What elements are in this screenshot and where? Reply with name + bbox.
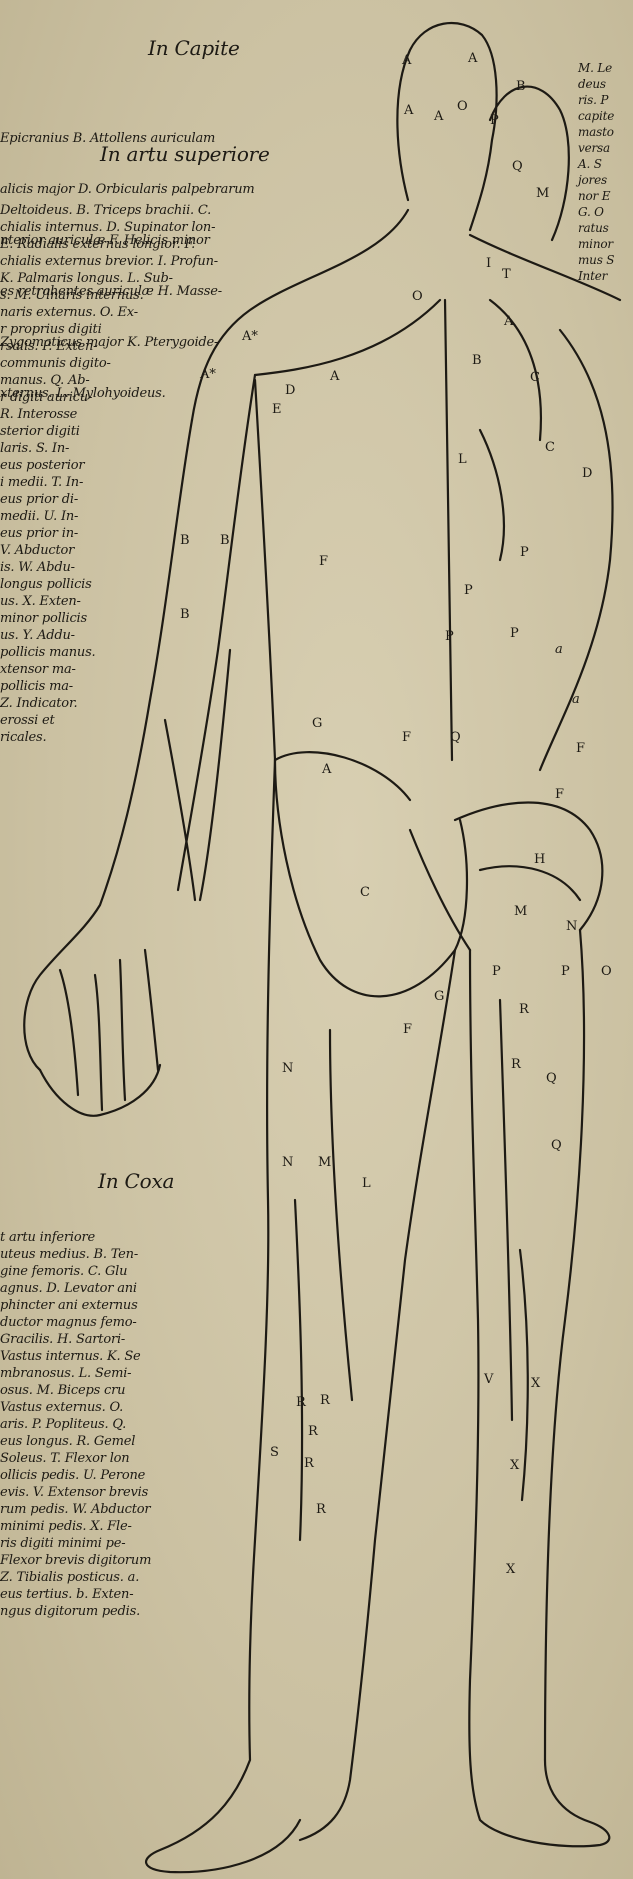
muscle-label: Q xyxy=(551,1138,562,1153)
muscle-label: Q xyxy=(512,159,523,174)
muscle-label: R xyxy=(519,1002,530,1017)
muscle-label: D xyxy=(582,466,592,481)
muscle-label: E xyxy=(272,402,282,417)
muscle-label: G xyxy=(312,716,322,731)
muscle-label: H xyxy=(534,852,545,867)
muscle-label: A xyxy=(321,762,332,777)
muscle-label: a xyxy=(572,692,580,707)
muscle-label: a xyxy=(555,642,563,657)
muscle-label: A xyxy=(433,109,444,124)
muscle-label: C xyxy=(530,370,540,385)
muscle-label: X xyxy=(506,1562,516,1577)
muscle-label: R xyxy=(316,1502,327,1517)
muscle-label: Q xyxy=(450,730,461,745)
muscle-label: I xyxy=(486,256,491,271)
muscle-label: S xyxy=(270,1445,279,1460)
muscle-label: R xyxy=(511,1057,522,1072)
muscle-label: L xyxy=(458,452,467,467)
muscle-label: R xyxy=(296,1395,307,1410)
muscle-label: N xyxy=(282,1155,293,1170)
muscle-label: M xyxy=(514,904,527,919)
muscle-label: C xyxy=(545,440,555,455)
muscle-label: T xyxy=(502,267,511,282)
figure-outline xyxy=(24,23,620,1872)
muscle-label: F xyxy=(402,730,411,745)
muscle-label: R xyxy=(304,1456,315,1471)
muscle-label: F xyxy=(576,741,585,756)
muscle-label: Q xyxy=(546,1071,557,1086)
muscle-label: O xyxy=(601,964,612,979)
muscle-label: N xyxy=(566,919,577,934)
muscle-label: A xyxy=(503,314,514,329)
muscle-label: A* xyxy=(241,329,258,344)
muscle-label: A xyxy=(467,51,478,66)
muscle-label: M xyxy=(536,186,549,201)
muscle-label: P xyxy=(561,964,570,979)
muscle-label: O xyxy=(457,99,468,114)
muscle-label: B xyxy=(180,533,190,548)
muscle-label: F xyxy=(319,554,328,569)
muscle-label: P xyxy=(490,113,499,128)
muscle-label: P xyxy=(464,583,473,598)
muscle-label: P xyxy=(520,545,529,560)
muscle-label: L xyxy=(362,1176,371,1191)
muscle-label: A* xyxy=(199,367,216,382)
muscle-label: D xyxy=(285,383,295,398)
muscle-label: A xyxy=(401,53,412,68)
muscle-label: B xyxy=(180,607,190,622)
muscle-label: M xyxy=(318,1155,331,1170)
muscle-label: F xyxy=(403,1022,412,1037)
muscle-label: V xyxy=(483,1372,494,1387)
muscle-label: O xyxy=(412,289,423,304)
muscle-label: P xyxy=(492,964,501,979)
muscle-label: P xyxy=(445,629,454,644)
muscle-label: P xyxy=(510,626,519,641)
muscle-label: A xyxy=(329,369,340,384)
muscle-label: N xyxy=(282,1061,293,1076)
muscle-label: X xyxy=(531,1376,541,1391)
muscle-label: X xyxy=(510,1458,520,1473)
muscle-label: R xyxy=(320,1393,331,1408)
muscle-label: R xyxy=(308,1424,319,1439)
muscle-label: C xyxy=(360,885,370,900)
muscle-label: A xyxy=(403,103,414,118)
muscle-label: B xyxy=(472,353,482,368)
muscle-label: B xyxy=(516,79,526,94)
muscle-label: F xyxy=(555,787,564,802)
muscle-label: G xyxy=(434,989,444,1004)
muscle-label: B xyxy=(220,533,230,548)
